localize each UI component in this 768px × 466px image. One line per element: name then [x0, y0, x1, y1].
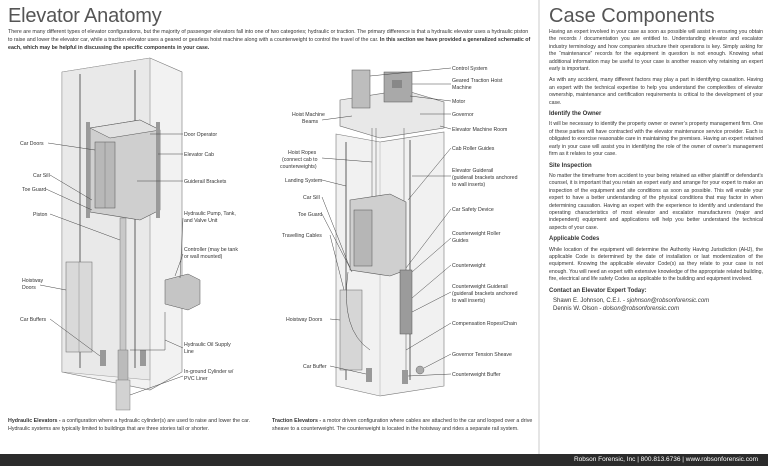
hydraulic-caption: Hydraulic Elevators - a configuration wh… — [8, 418, 270, 433]
label-machine-room: Elevator Machine Room — [452, 127, 507, 133]
label-hoist-ropes-line3: counterweights) — [280, 164, 317, 170]
elevator-anatomy-section: Elevator Anatomy There are many differen… — [8, 5, 534, 433]
label-cw-roller-line2: Guides — [452, 238, 469, 244]
label-car-buffer: Car Buffer — [303, 364, 327, 370]
label-motor: Motor — [452, 99, 466, 105]
label-controller-line2: or wall mounted) — [184, 254, 223, 260]
label-cylinder-line2: PVC Liner — [184, 376, 208, 382]
contact-johnson: Shawn E. Johnson, C.E.I. - sjohnson@robs… — [553, 297, 763, 305]
heading-applicable-codes: Applicable Codes — [549, 236, 600, 243]
label-governor: Governor — [452, 112, 474, 118]
label-pump-line1: Hydraulic Pump, Tank, — [184, 211, 236, 217]
traction-caption: Traction Elevators - a motor driven conf… — [272, 418, 534, 433]
contact-olson-email[interactable]: dolson@robsonforensic.com — [603, 306, 680, 312]
traction-caption-text: a motor driven configuration where cable… — [272, 418, 533, 432]
column-divider — [538, 0, 540, 454]
paragraph-codes: While location of the equipment will det… — [549, 246, 763, 283]
heading-site-inspection: Site Inspection — [549, 162, 592, 169]
label-piston: Piston — [33, 212, 48, 218]
label-hoistway-doors-line2: Doors — [22, 285, 36, 291]
case-components-body: Having an expert involved in your case a… — [549, 29, 763, 313]
label-cab-roller-guides: Cab Roller Guides — [452, 146, 495, 152]
label-car-doors: Car Doors — [20, 141, 44, 147]
contact-list: Shawn E. Johnson, C.E.I. - sjohnson@robs… — [549, 297, 763, 313]
traction-elevator-diagram: Control System Geared Traction Hoist Mac… — [280, 66, 518, 397]
label-car-sill: Car Sill — [33, 173, 50, 179]
contact-johnson-name: Shawn E. Johnson, C.E.I. - — [553, 298, 627, 304]
label-controller-line1: Controller (may be tank — [184, 247, 238, 253]
label-oil-supply-line2: Line — [184, 349, 194, 355]
label-travelling-cables: Travelling Cables — [282, 233, 322, 239]
label-elevator-cab: Elevator Cab — [184, 152, 214, 158]
label-cw-buffer: Counterweight Buffer — [452, 372, 501, 378]
label-hoist-beams-line2: Beams — [302, 119, 319, 125]
label-governor-sheave: Governor Tension Sheave — [452, 352, 512, 358]
label-cylinder-line1: In-ground Cylinder w/ — [184, 369, 234, 375]
paragraph-causation: As with any accident, many different fac… — [549, 77, 763, 106]
label-tr-toe-guard: Toe Guard — [298, 212, 322, 218]
label-geared-line2: Machine — [452, 85, 472, 91]
case-components-section: Case Components Having an expert involve… — [540, 0, 768, 454]
label-guiderail-brackets: Guiderail Brackets — [184, 179, 227, 185]
label-cw-guiderail-line2: (guiderail brackets anchored — [452, 291, 518, 297]
paragraph-records: Having an expert involved in your case a… — [549, 29, 763, 73]
label-tr-hoistway-doors: Hoistway Doors — [286, 317, 323, 323]
contact-heading: Contact an Elevator Expert Today: — [549, 287, 647, 294]
label-hoist-ropes-line1: Hoist Ropes — [288, 150, 317, 156]
label-tr-car-sill: Car Sill — [303, 195, 320, 201]
contact-johnson-email[interactable]: sjohnson@robsonforensic.com — [626, 298, 710, 304]
intro-bold-text: In this section we have provided a gener… — [8, 36, 531, 51]
label-cw-guiderail-line3: to wall inserts) — [452, 298, 485, 304]
intro-text: There are many different types of elevat… — [8, 29, 529, 43]
label-pump-line2: and Valve Unit — [184, 218, 218, 224]
label-oil-supply-line1: Hydraulic Oil Supply — [184, 342, 231, 348]
label-hoistway-doors-line1: Hoistway — [22, 278, 43, 284]
paragraph-owner: It will be necessary to identify the pro… — [549, 121, 763, 158]
label-cw-roller-line1: Counterweight Roller — [452, 231, 501, 237]
contact-olson-name: Dennis W. Olson - — [553, 306, 604, 312]
elevator-diagrams: Door Operator Car Doors Elevator Cab Car… — [20, 57, 518, 411]
label-car-buffers: Car Buffers — [20, 317, 47, 323]
intro-paragraph: There are many different types of elevat… — [8, 29, 534, 52]
label-landing-system: Landing System — [285, 178, 322, 184]
label-guiderail-line3: to wall inserts) — [452, 182, 485, 188]
label-hoist-beams-line1: Hoist Machine — [292, 112, 325, 118]
hydraulic-caption-bold: Hydraulic Elevators - — [8, 418, 61, 424]
label-control-system: Control System — [452, 66, 487, 72]
label-guiderail-line1: Elevator Guiderail — [452, 168, 493, 174]
paragraph-site-inspection: No matter the timeframe from accident to… — [549, 172, 763, 231]
label-geared-line1: Geared Traction Hoist — [452, 78, 503, 84]
label-guiderail-line2: (guiderail brackets anchored — [452, 175, 518, 181]
footer-bar: Robson Forensic, Inc | 800.813.6736 | ww… — [0, 454, 768, 466]
contact-olson: Dennis W. Olson - dolson@robsonforensic.… — [553, 305, 763, 313]
label-hoist-ropes-line2: (connect cab to — [282, 157, 318, 163]
label-car-safety-device: Car Safety Device — [452, 207, 494, 213]
label-comp-ropes: Compensation Ropes/Chain — [452, 321, 517, 327]
label-door-operator: Door Operator — [184, 132, 217, 138]
label-toe-guard: Toe Guard — [22, 187, 46, 193]
label-cw-guiderail-line1: Counterweight Guiderail — [452, 284, 508, 290]
heading-identify-owner: Identify the Owner — [549, 111, 602, 118]
hydraulic-elevator-diagram: Door Operator Car Doors Elevator Cab Car… — [20, 57, 238, 411]
label-counterweight: Counterweight — [452, 263, 486, 269]
traction-caption-bold: Traction Elevators - — [272, 418, 322, 424]
page-title: Elevator Anatomy — [8, 5, 162, 27]
section-title: Case Components — [549, 5, 715, 27]
hydraulic-caption-text: a configuration where a hydraulic cylind… — [8, 418, 251, 432]
